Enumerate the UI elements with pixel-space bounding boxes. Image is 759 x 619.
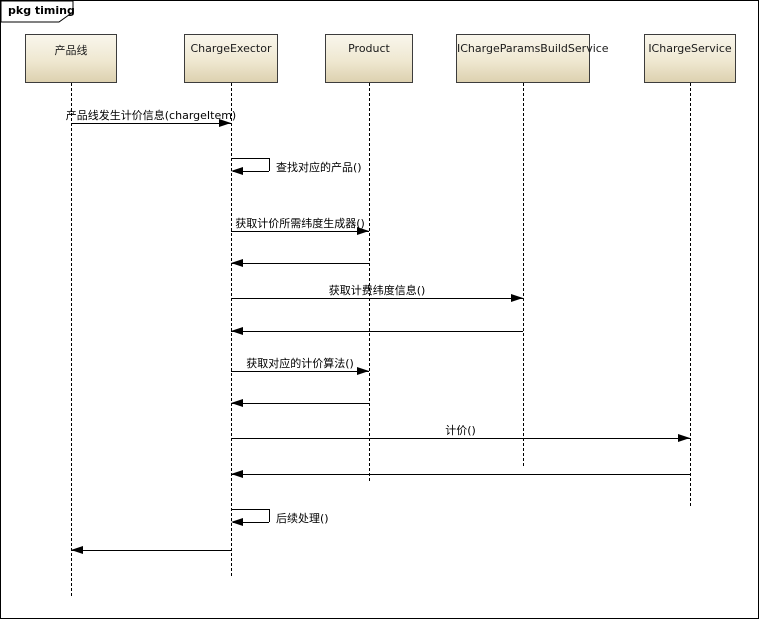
message-label: 获取对应的计价算法() xyxy=(246,357,354,370)
lifeline-head-product[interactable]: Product xyxy=(325,34,413,83)
lifeline-name: IChargeParamsBuildService xyxy=(457,42,609,55)
self-message-arrowhead-icon xyxy=(231,167,243,175)
lifeline-dashed-line-icharge-params-build-service xyxy=(523,83,524,466)
frame-label: pkg timing xyxy=(8,4,75,17)
message-label: 产品线发生计价信息(chargeItem) xyxy=(65,109,237,122)
lifeline-dashed-line-product-line xyxy=(71,83,72,596)
self-message-line-right xyxy=(269,509,270,522)
frame-label-tab xyxy=(1,1,74,23)
lifeline-head-icharge-service[interactable]: IChargeService xyxy=(644,34,736,83)
message-arrowhead-icon xyxy=(357,367,369,375)
message-arrowhead-icon xyxy=(231,259,243,267)
message-line xyxy=(231,231,369,232)
lifeline-dashed-line-icharge-service xyxy=(690,83,691,506)
lifeline-name: ChargeExector xyxy=(190,42,272,55)
self-message-line-right xyxy=(269,158,270,171)
lifeline-head-charge-exector[interactable]: ChargeExector xyxy=(184,34,278,83)
message-arrowhead-icon xyxy=(231,399,243,407)
message-arrowhead-icon xyxy=(678,434,690,442)
message-line xyxy=(71,550,231,551)
message-arrowhead-icon xyxy=(231,327,243,335)
message-label: 计价() xyxy=(445,424,476,437)
self-message-label: 查找对应的产品() xyxy=(276,161,362,174)
message-arrowhead-icon xyxy=(231,470,243,478)
lifeline-dashed-line-product xyxy=(369,83,370,481)
self-message-line-top xyxy=(231,509,269,510)
lifeline-name: Product xyxy=(348,42,390,55)
message-line xyxy=(231,331,523,332)
message-line xyxy=(231,263,369,264)
self-message-label: 后续处理() xyxy=(276,512,329,525)
message-line xyxy=(231,298,523,299)
message-arrowhead-icon xyxy=(357,227,369,235)
message-line xyxy=(231,438,690,439)
lifeline-name: IChargeService xyxy=(648,42,732,55)
self-message-line-bottom xyxy=(233,522,269,523)
message-arrowhead-icon xyxy=(71,546,83,554)
message-label: 获取计费纬度信息() xyxy=(328,284,426,297)
message-label: 获取计价所需纬度生成器() xyxy=(235,217,365,230)
lifeline-name: 产品线 xyxy=(54,44,88,57)
lifeline-head-icharge-params-build-service[interactable]: IChargeParamsBuildService xyxy=(456,34,609,83)
message-line xyxy=(231,371,369,372)
message-line xyxy=(231,403,369,404)
message-arrowhead-icon xyxy=(511,294,523,302)
self-message-arrowhead-icon xyxy=(231,518,243,526)
lifeline-head-product-line[interactable]: 产品线 xyxy=(25,34,117,83)
message-arrowhead-icon xyxy=(219,119,231,127)
self-message-line-bottom xyxy=(233,171,269,172)
message-line xyxy=(231,474,690,475)
message-line xyxy=(71,123,231,124)
self-message-line-top xyxy=(231,158,269,159)
